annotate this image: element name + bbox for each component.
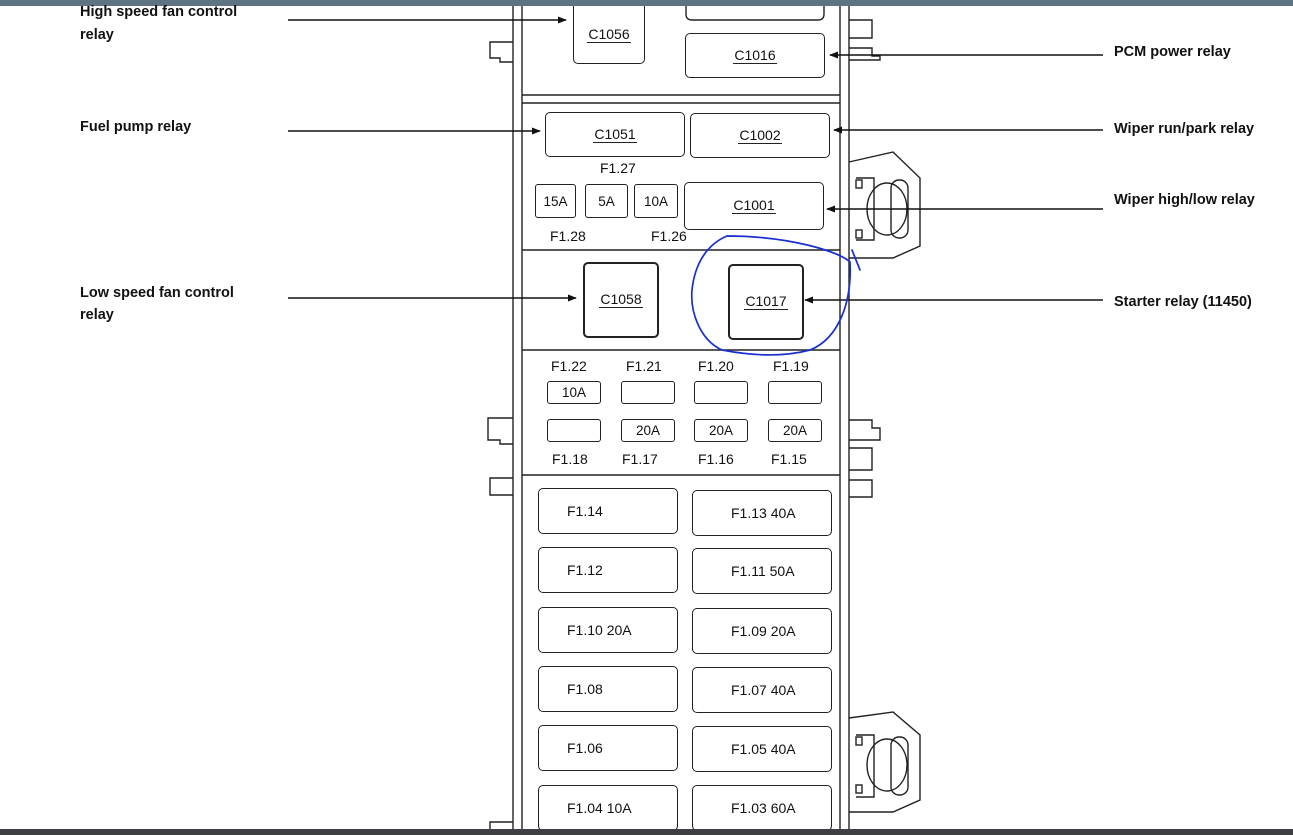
fuse-f122: 10A xyxy=(547,381,601,404)
fuse-f118 xyxy=(547,419,601,442)
relay-c1002-label: C1002 xyxy=(738,126,782,144)
fuse-label-f116: F1.16 xyxy=(698,451,734,467)
fuse-f126: 10A xyxy=(634,184,678,218)
relay-c1017-label: C1017 xyxy=(744,293,788,310)
fuse-label-f128: F1.28 xyxy=(550,228,586,244)
clip-right-3 xyxy=(849,419,881,441)
label-wiper-run-park: Wiper run/park relay xyxy=(1114,121,1255,137)
relay-c1016: C1016 xyxy=(685,33,825,78)
fuse-label-f118: F1.18 xyxy=(552,451,588,467)
fuse-f128: 15A xyxy=(535,184,576,218)
clip-left-4 xyxy=(489,821,513,829)
clip-right-1 xyxy=(849,19,873,39)
fuse-f127: 5A xyxy=(585,184,628,218)
maxi-fuse-f110: F1.10 20A xyxy=(538,607,678,653)
maxi-fuse-f103: F1.03 60A xyxy=(692,785,832,831)
fuse-label-f127: F1.27 xyxy=(600,160,636,176)
maxi-fuse-f108: F1.08 xyxy=(538,666,678,712)
fuse-label-f122: F1.22 xyxy=(551,358,587,374)
clip-left-1 xyxy=(489,41,513,63)
maxi-fuse-f109: F1.09 20A xyxy=(692,608,832,654)
fuse-label-f120: F1.20 xyxy=(698,358,734,374)
fuse-label-f115: F1.15 xyxy=(771,451,807,467)
clip-left-2 xyxy=(487,417,513,445)
fuse-f120 xyxy=(694,381,748,404)
annotation-circle xyxy=(690,235,861,356)
relay-c1058: C1058 xyxy=(583,262,659,338)
window-top-bar xyxy=(0,0,1293,6)
fuse-f117: 20A xyxy=(621,419,675,442)
maxi-fuse-f104: F1.04 10A xyxy=(538,785,678,831)
fuse-label-f119: F1.19 xyxy=(773,358,809,374)
fuse-label-f126: F1.26 xyxy=(651,228,687,244)
clip-right-5 xyxy=(849,479,873,498)
top-relay-partial xyxy=(685,6,825,21)
label-high-speed-fan: High speed fan control xyxy=(80,4,238,20)
fuse-label-f117: F1.17 xyxy=(622,451,658,467)
relay-c1058-label: C1058 xyxy=(599,291,643,308)
relay-c1056-label: C1056 xyxy=(587,25,631,43)
side-connector-lower xyxy=(848,711,921,813)
maxi-fuse-f112: F1.12 xyxy=(538,547,678,593)
label-starter: Starter relay (11450) xyxy=(1114,294,1252,310)
clip-left-3 xyxy=(489,477,513,496)
label-pcm-power: PCM power relay xyxy=(1114,44,1231,60)
maxi-fuse-f105: F1.05 40A xyxy=(692,726,832,772)
fuse-label-f121: F1.21 xyxy=(626,358,662,374)
fuse-f116: 20A xyxy=(694,419,748,442)
maxi-fuse-f107: F1.07 40A xyxy=(692,667,832,713)
label-wiper-high-low: Wiper high/low relay xyxy=(1114,192,1255,208)
relay-c1056: C1056 xyxy=(573,6,645,64)
relay-c1016-label: C1016 xyxy=(733,46,777,64)
label-low-speed-fan: Low speed fan control xyxy=(80,285,234,301)
label-fuel-pump: Fuel pump relay xyxy=(80,119,192,135)
fuse-f119 xyxy=(768,381,822,404)
relay-c1001-label: C1001 xyxy=(732,197,776,214)
clip-right-4 xyxy=(849,447,873,471)
maxi-fuse-f111: F1.11 50A xyxy=(692,548,832,594)
clip-right-2 xyxy=(849,47,881,61)
maxi-fuse-f114: F1.14 xyxy=(538,488,678,534)
relay-c1051: C1051 xyxy=(545,112,685,157)
relay-c1051-label: C1051 xyxy=(593,125,637,143)
label-high-speed-fan-line2: relay xyxy=(80,27,114,43)
maxi-fuse-f113: F1.13 40A xyxy=(692,490,832,536)
fuse-f121 xyxy=(621,381,675,404)
relay-c1017: C1017 xyxy=(728,264,804,340)
label-low-speed-fan-line2: relay xyxy=(80,307,114,323)
side-connector-upper xyxy=(848,151,921,259)
relay-c1002: C1002 xyxy=(690,113,830,158)
maxi-fuse-f106: F1.06 xyxy=(538,725,678,771)
relay-c1001: C1001 xyxy=(684,182,824,230)
window-bottom-bar xyxy=(0,829,1293,835)
fuse-f115: 20A xyxy=(768,419,822,442)
